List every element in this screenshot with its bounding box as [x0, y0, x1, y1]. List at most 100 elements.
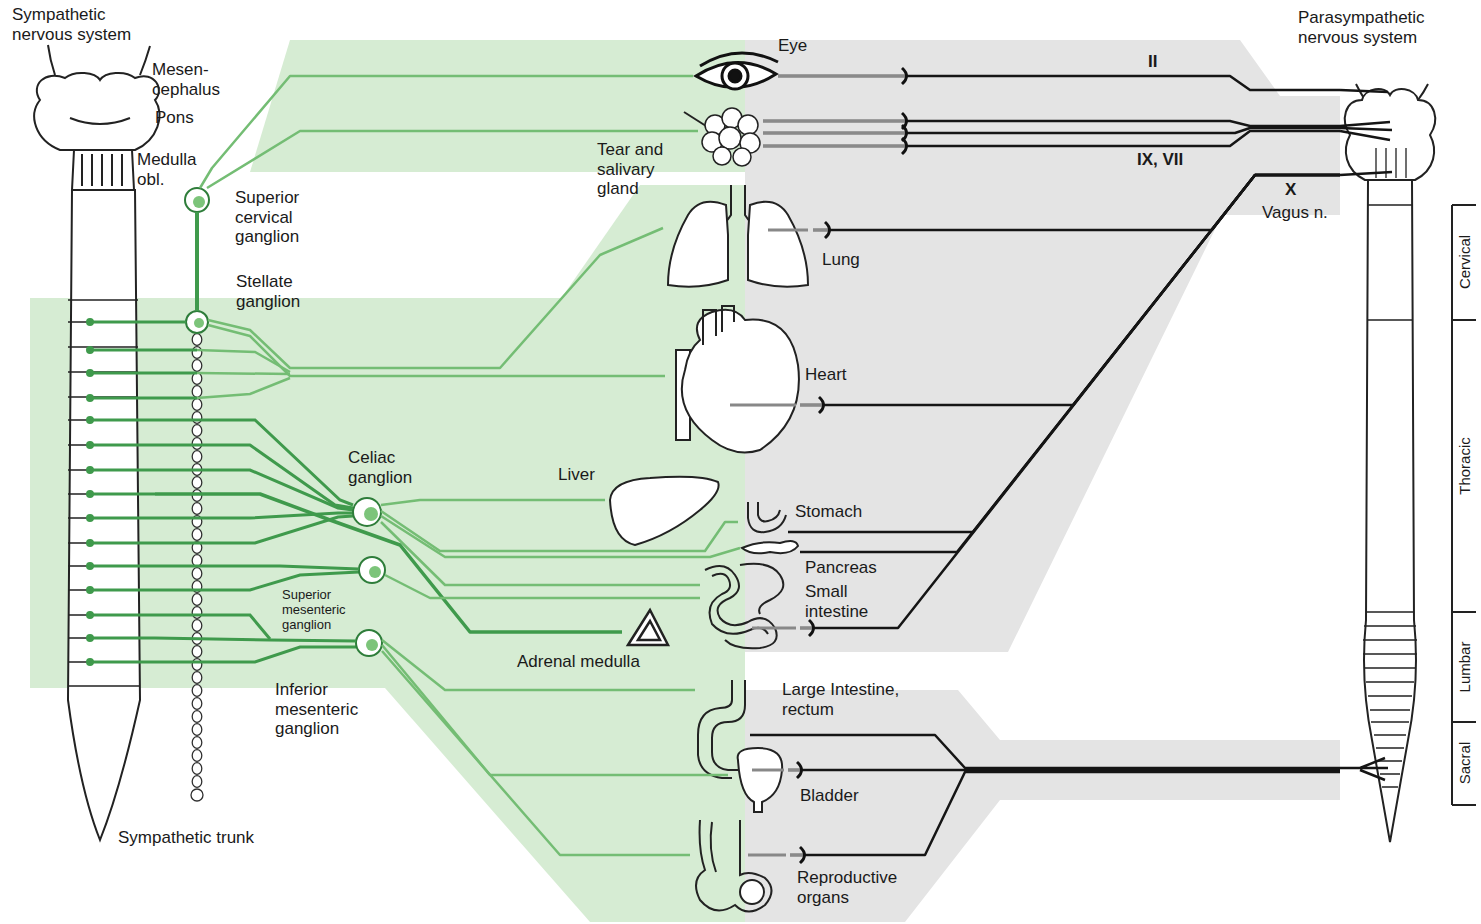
sympathetic-fibre: [155, 566, 359, 569]
sympathetic-trunk-chain: [191, 789, 203, 801]
lung-drawing: [668, 185, 808, 287]
segment-bracket: [1452, 205, 1476, 805]
bladder-drawing: [738, 748, 784, 812]
sympathetic-fibre: [155, 322, 186, 323]
synapse-mark: [819, 397, 824, 413]
node-label: Pancreas: [805, 558, 877, 578]
preganglionic-stubs: [88, 636, 93, 641]
ganglion-core: [369, 566, 381, 578]
segment-label: Sacral: [1456, 742, 1473, 785]
node-label: Eye: [778, 36, 807, 56]
eye-drawing: [722, 63, 748, 89]
sympathetic-band: [385, 688, 745, 922]
ganglion-core: [193, 196, 381, 651]
sympathetic-fibre: [381, 500, 605, 505]
connector-line: [800, 175, 1340, 552]
node-label: Tear and salivary gland: [597, 140, 692, 199]
connector-line: [381, 511, 738, 551]
nerve-number: II: [1148, 52, 1157, 72]
connector-line: [155, 321, 186, 324]
preganglionic-stubs: [88, 588, 93, 593]
organ: Small intestine: [700, 560, 800, 650]
sympathetic-cns-figure: [70, 118, 130, 124]
sympathetic-cns-figure: [34, 73, 159, 150]
connector-line: [385, 575, 700, 598]
node-label: Superior mesenteric ganglion: [282, 588, 364, 633]
nerve-name: Vagus n.: [1262, 203, 1328, 223]
ganglion: Celiac ganglion: [353, 498, 381, 526]
stomach-drawing: [748, 502, 786, 532]
preganglionic-stubs: [88, 320, 156, 665]
reproductive-drawing: [696, 820, 772, 912]
preganglionic-fibre: [155, 516, 353, 543]
parasympathetic-fibre: [1340, 758, 1388, 780]
sympathetic-fibre: [382, 640, 695, 690]
sympathetic-band: [560, 185, 745, 300]
reproductive-drawing: [748, 854, 786, 857]
organ: Lung: [663, 185, 813, 290]
ganglion: Stellate ganglion: [186, 311, 208, 333]
organ: Tear and salivary gland: [698, 108, 763, 168]
parasympathetic-cns-figure: [1363, 205, 1417, 787]
sympathetic-trunk-chain: [191, 333, 203, 788]
sympathetic-cns-figure: [68, 190, 140, 840]
node-label: Adrenal medulla: [517, 652, 640, 672]
parasympathetic-band: [745, 690, 1340, 922]
synapse-mark: [797, 762, 802, 778]
small-intestine-drawing: [740, 564, 783, 614]
preganglionic-stubs: [88, 396, 93, 401]
node-label: Celiac ganglion: [348, 448, 443, 487]
parasympathetic-fibre: [1340, 172, 1392, 175]
parasympathetic-fibre: [813, 175, 1340, 230]
parasympathetic-cns-figure: [1345, 84, 1435, 842]
organ: Stomach: [738, 500, 788, 540]
ganglion-symbol: [185, 188, 385, 656]
gland-drawing: [684, 108, 760, 166]
sympathetic-fibre: [208, 228, 663, 368]
gland-drawing: [684, 112, 706, 126]
eye-drawing: [696, 53, 778, 89]
parasympathetic-fibre: [800, 175, 1340, 552]
segment-label: Lumbar: [1456, 642, 1473, 693]
ganglion-core: [193, 196, 205, 208]
node-label: Stomach: [795, 502, 862, 522]
synapse-mark: [825, 222, 830, 238]
ganglion: Inferior mesenteric ganglion: [356, 630, 382, 656]
node-label: Bladder: [800, 786, 859, 806]
segment-label: Thoracic: [1456, 437, 1473, 495]
preganglionic-stubs: [88, 443, 93, 448]
parasympathetic-fibre: [788, 770, 1340, 771]
sympathetic-fibre: [382, 651, 690, 855]
connector-line: [750, 735, 1340, 768]
connector-line: [800, 175, 1340, 405]
node-label: Heart: [805, 365, 847, 385]
reproductive-drawing: [696, 820, 786, 912]
connector-line: [382, 640, 695, 690]
eye-drawing: [729, 70, 741, 82]
gland-drawing: [738, 115, 758, 135]
connector-line: [208, 228, 663, 368]
preganglionic-stubs: [88, 418, 93, 423]
nerve-number: IX, VII: [1137, 150, 1183, 170]
sympathetic-fibre: [381, 511, 738, 551]
pancreas-drawing: [742, 541, 798, 553]
adrenal-drawing: [628, 610, 668, 645]
parasympathetic-band: [745, 40, 1340, 165]
heart-drawing: [676, 306, 799, 452]
preganglionic-stubs: [90, 322, 155, 662]
organ: Heart: [665, 305, 800, 455]
node-label: Inferior mesenteric ganglion: [275, 680, 375, 739]
nerve-number: X: [1285, 180, 1296, 200]
cns-figure: Sympathetic nervous system: [25, 42, 155, 842]
preganglionic-stubs: [88, 541, 93, 546]
node-label: Stellate ganglion: [236, 272, 336, 311]
synapse-mark: [797, 68, 907, 863]
synapse-mark: [800, 847, 805, 863]
preganglionic-stubs: [88, 492, 93, 497]
connector-line: [381, 522, 700, 585]
parasympathetic-fibre: [790, 772, 1340, 855]
parasympathetic-band: [745, 165, 1340, 652]
sympathetic-band: [30, 40, 745, 922]
